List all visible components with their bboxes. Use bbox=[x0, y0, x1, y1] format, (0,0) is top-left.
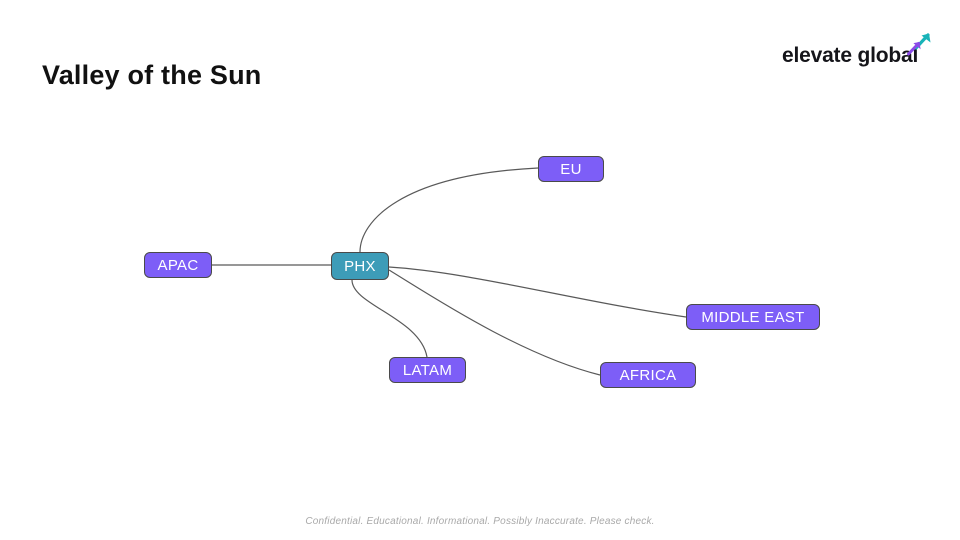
node-apac[interactable]: APAC bbox=[144, 252, 212, 278]
node-middle-east[interactable]: MIDDLE EAST bbox=[686, 304, 820, 330]
brand-wordmark: elevate global bbox=[782, 44, 919, 67]
page-title: Valley of the Sun bbox=[42, 60, 262, 90]
node-latam[interactable]: LATAM bbox=[389, 357, 466, 383]
footer-disclaimer: Confidential. Educational. Informational… bbox=[305, 516, 655, 527]
connector-phx-middle-east bbox=[388, 266, 687, 318]
connector-phx-africa bbox=[388, 269, 601, 376]
brand-logo: elevate global bbox=[782, 28, 932, 74]
double-arrow-up-right-icon bbox=[907, 33, 931, 56]
node-africa[interactable]: AFRICA bbox=[600, 362, 696, 388]
connector-phx-eu bbox=[359, 167, 539, 253]
node-phx[interactable]: PHX bbox=[331, 252, 389, 280]
connector-phx-latam bbox=[351, 279, 428, 358]
node-eu[interactable]: EU bbox=[538, 156, 604, 182]
